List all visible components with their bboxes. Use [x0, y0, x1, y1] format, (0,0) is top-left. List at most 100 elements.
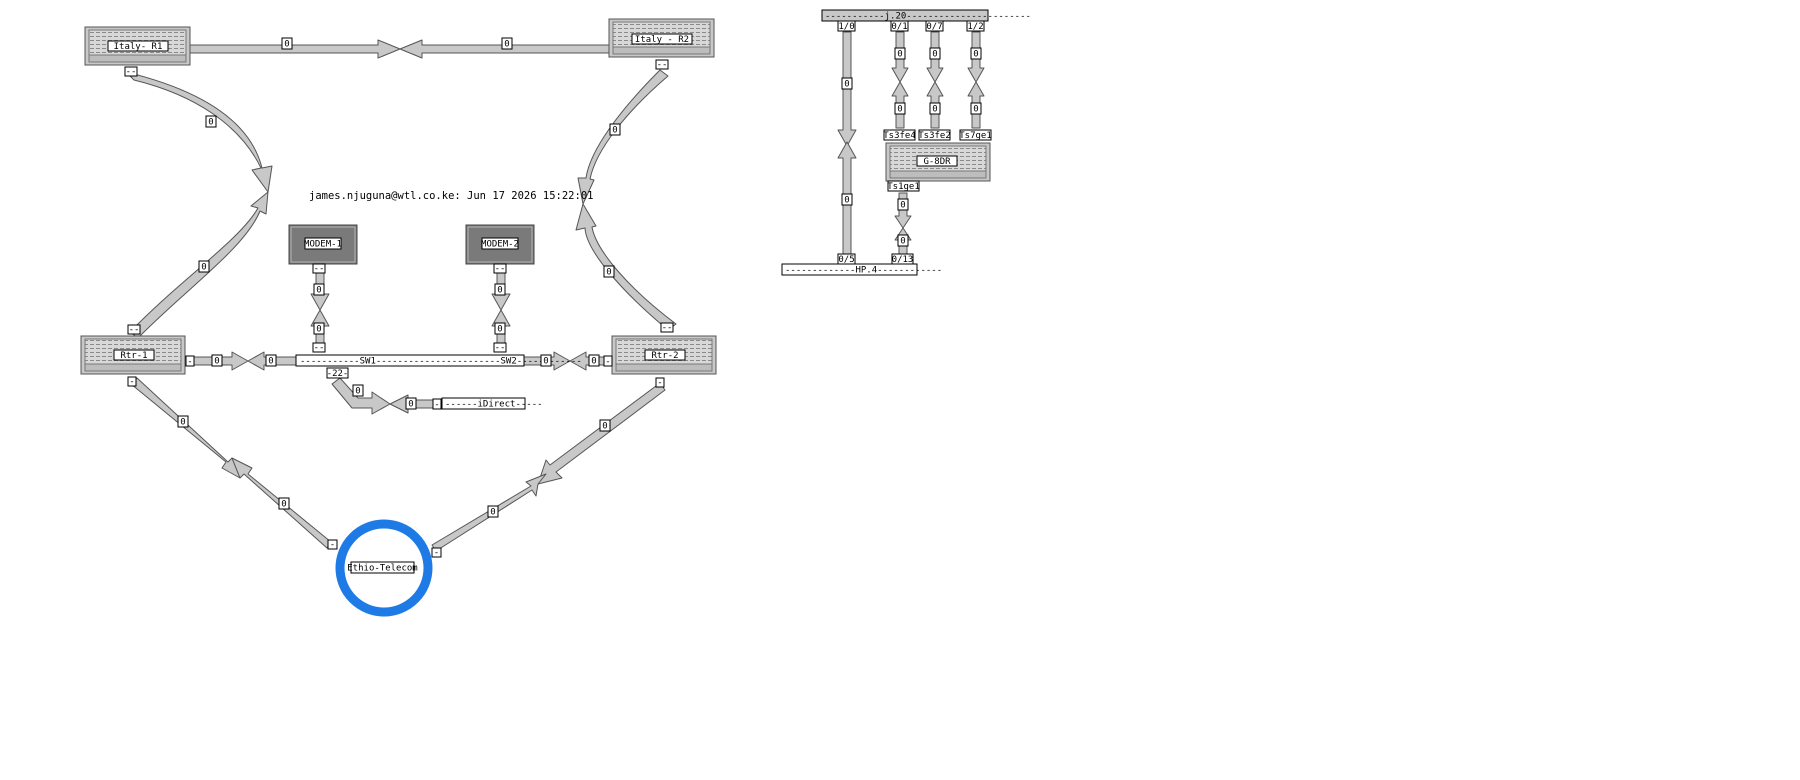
value-sw-rtr2-b[interactable]: 0 — [588, 354, 600, 367]
port-modem1-bottom[interactable]: -- — [312, 263, 326, 274]
value-j20-0-1-a[interactable]: 0 — [894, 47, 906, 60]
value-j20-1-0-b[interactable]: 0 — [841, 193, 853, 206]
svg-text:0: 0 — [408, 400, 413, 410]
value-italy-r2-rtr2-a[interactable]: 0 — [609, 123, 621, 136]
port-g8dr-ts7ge1[interactable]: Ts7ge1 — [959, 129, 992, 141]
port-j20-1-0[interactable]: 1/0 — [837, 20, 856, 32]
port-hp4-0-13[interactable]: 0/13 — [891, 253, 914, 265]
svg-text:--: -- — [662, 323, 673, 333]
port-ethio-left[interactable]: - — [327, 539, 338, 550]
port-sw-m2[interactable]: -- — [493, 342, 507, 353]
port-italy-r2-bottom[interactable]: -- — [655, 59, 669, 70]
value-j20-1-0-a[interactable]: 0 — [841, 77, 853, 90]
port-rtr1-right[interactable]: - — [185, 355, 195, 367]
value-modem1-b[interactable]: 0 — [313, 322, 325, 335]
value-j20-0-7-b[interactable]: 0 — [929, 102, 941, 115]
value-sw-idirect-a[interactable]: 0 — [352, 384, 364, 397]
value-rtr2-ethio-a[interactable]: 0 — [599, 419, 611, 432]
svg-text:-: - — [657, 378, 662, 388]
svg-text:Ts7ge1: Ts7ge1 — [959, 131, 992, 141]
idirect-bus[interactable]: ------iDirect----- — [441, 397, 543, 410]
port-g8dr-ts3fe4[interactable]: Ts3fe4 — [883, 129, 916, 141]
value-j20-0-7-a[interactable]: 0 — [929, 47, 941, 60]
value-sw-rtr2-a[interactable]: 0 — [540, 354, 552, 367]
device-rtr1[interactable]: Rtr-1 — [80, 335, 186, 375]
port-rtr1-bottom[interactable]: - — [127, 376, 137, 387]
port-sw-22[interactable]: -22- — [326, 367, 349, 379]
svg-text:0: 0 — [284, 40, 289, 50]
device-rtr2[interactable]: Rtr-2 — [611, 335, 717, 375]
link-rtr1-to-ethio[interactable] — [130, 377, 241, 479]
port-g8dr-ts3fe2[interactable]: Ts3fe2 — [918, 129, 951, 141]
port-sw-m1[interactable]: -- — [312, 342, 326, 353]
port-j20-1-2[interactable]: 1/2 — [966, 20, 985, 32]
svg-text:-22-: -22- — [327, 369, 349, 379]
svg-text:0: 0 — [932, 105, 937, 115]
svg-text:0: 0 — [497, 286, 502, 296]
value-italy-r1-r2-a[interactable]: 0 — [281, 37, 293, 50]
cloud-ethio-telecom[interactable]: Ethio-Telecom — [335, 519, 433, 617]
svg-text:0: 0 — [612, 126, 617, 136]
svg-text:0/5: 0/5 — [838, 255, 854, 265]
rtr2-label: Rtr-2 — [651, 351, 678, 361]
value-rtr1-sw-b[interactable]: 0 — [265, 354, 277, 367]
link-rtr2-to-ethio[interactable] — [537, 382, 666, 485]
value-j20-0-1-b[interactable]: 0 — [894, 102, 906, 115]
port-hp4-0-5[interactable]: 0/5 — [837, 253, 856, 265]
value-rtr1-sw-a[interactable]: 0 — [211, 354, 223, 367]
value-modem2-b[interactable]: 0 — [494, 322, 506, 335]
sw-bus-label: -----------SW1-----------------------SW2… — [300, 357, 582, 367]
port-ethio-right[interactable]: - — [431, 547, 442, 558]
port-idirect-left[interactable]: - — [432, 398, 442, 410]
value-g8dr-hp4-a[interactable]: 0 — [897, 198, 909, 211]
value-rtr2-ethio-b[interactable]: 0 — [487, 505, 499, 518]
port-rtr2-bottom[interactable]: - — [655, 377, 665, 388]
value-g8dr-hp4-b[interactable]: 0 — [897, 234, 909, 247]
svg-text:Ts1ge1: Ts1ge1 — [887, 182, 920, 192]
idirect-bus-label: ------iDirect----- — [445, 400, 543, 410]
device-italy-r2[interactable]: Italy - R2 — [608, 18, 715, 58]
port-rtr1-top[interactable]: -- — [127, 324, 141, 335]
hp4-bus[interactable]: -------------HP.4------------ — [781, 263, 942, 276]
svg-text:0: 0 — [214, 357, 219, 367]
svg-text:0: 0 — [932, 50, 937, 60]
j20-bus[interactable]: -----------j.20----------------------- — [821, 9, 1031, 22]
value-italy-r1-r2-b[interactable]: 0 — [501, 37, 513, 50]
port-rtr2-left[interactable]: - — [603, 355, 613, 367]
link-italy-r1-to-rtr1[interactable] — [125, 71, 273, 193]
device-italy-r1[interactable]: Italy- R1 — [84, 26, 191, 66]
svg-text:--: -- — [495, 343, 506, 353]
device-g8dr[interactable]: G-8DR — [885, 142, 991, 182]
value-italy-r1-rtr1-b[interactable]: 0 — [198, 260, 210, 273]
svg-text:0: 0 — [504, 40, 509, 50]
value-italy-r1-rtr1-a[interactable]: 0 — [205, 115, 217, 128]
value-j20-1-2-b[interactable]: 0 — [970, 102, 982, 115]
link-sw-to-idirect[interactable] — [331, 377, 391, 415]
value-labels: 0 0 0 0 0 0 0 0 0 0 0 0 0 0 0 0 0 0 0 0 … — [177, 37, 982, 518]
svg-text:0/7: 0/7 — [926, 22, 942, 32]
value-italy-r2-rtr2-b[interactable]: 0 — [603, 265, 615, 278]
port-rtr2-top[interactable]: -- — [660, 322, 674, 333]
value-j20-1-2-a[interactable]: 0 — [970, 47, 982, 60]
link-italy-r2-to-rtr2[interactable] — [577, 69, 669, 205]
value-modem1-a[interactable]: 0 — [313, 283, 325, 296]
device-modem1[interactable]: MODEM-1 — [288, 224, 358, 265]
port-g8dr-ts1ge1[interactable]: Ts1ge1 — [887, 180, 920, 192]
svg-text:1/0: 1/0 — [838, 22, 854, 32]
value-sw-idirect-b[interactable]: 0 — [405, 397, 417, 410]
value-rtr1-ethio-a[interactable]: 0 — [177, 415, 189, 428]
port-modem2-bottom[interactable]: -- — [493, 263, 507, 274]
port-j20-0-7[interactable]: 0/7 — [925, 20, 944, 32]
sw-bus[interactable]: -----------SW1-----------------------SW2… — [295, 354, 582, 367]
value-modem2-a[interactable]: 0 — [494, 283, 506, 296]
value-rtr1-ethio-b[interactable]: 0 — [278, 497, 290, 510]
italy-r2-label: Italy - R2 — [635, 35, 689, 45]
svg-text:0: 0 — [900, 237, 905, 247]
link-italy-r1-to-italy-r2[interactable] — [189, 39, 401, 59]
port-j20-0-1[interactable]: 0/1 — [890, 20, 909, 32]
link-rtr2-to-italy-r2[interactable] — [575, 203, 677, 331]
device-modem2[interactable]: MODEM-2 — [465, 224, 535, 265]
link-rtr1-to-italy-r1[interactable] — [129, 191, 269, 339]
port-italy-r1-bottom[interactable]: -- — [124, 66, 138, 77]
